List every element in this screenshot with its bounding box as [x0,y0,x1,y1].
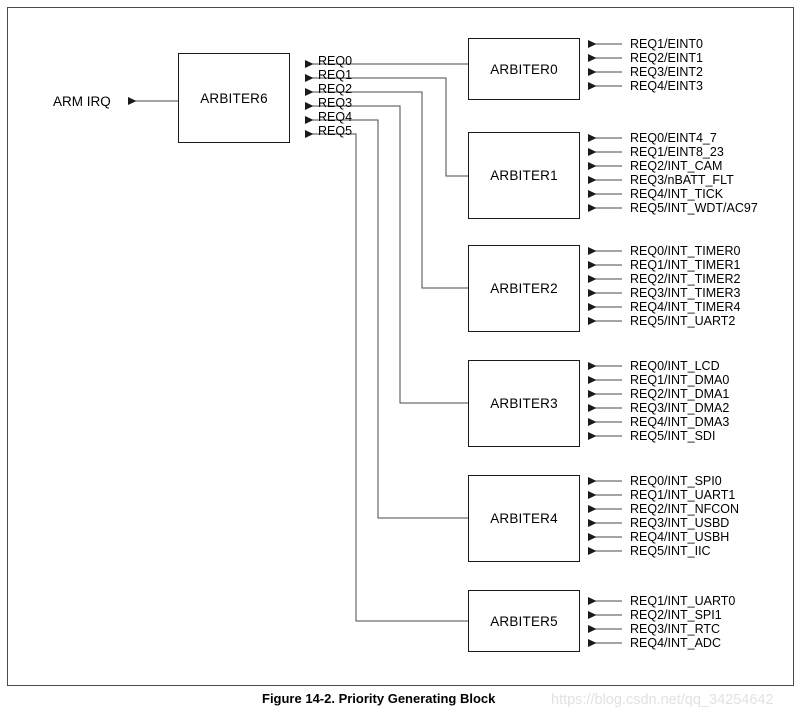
signal-label-arbiter2-4: REQ4/INT_TIMER4 [630,300,741,314]
signal-label-arbiter3-3: REQ3/INT_DMA2 [630,401,730,415]
signal-label-arbiter3-0: REQ0/INT_LCD [630,359,720,373]
arm-irq-output-label: ARM IRQ [53,94,111,109]
signal-label-arbiter2-5: REQ5/INT_UART2 [630,314,736,328]
req-label-req2: REQ2 [318,82,353,96]
signal-label-arbiter5-1: REQ2/INT_SPI1 [630,608,722,622]
figure-caption: Figure 14-2. Priority Generating Block [262,691,496,706]
signal-label-arbiter2-0: REQ0/INT_TIMER0 [630,244,741,258]
block-arbiter1[interactable]: ARBITER1 [468,132,580,219]
signal-label-arbiter1-0: REQ0/EINT4_7 [630,131,717,145]
signal-label-arbiter2-3: REQ3/INT_TIMER3 [630,286,741,300]
req-label-req0: REQ0 [318,54,353,68]
block-arbiter4-label: ARBITER4 [490,511,558,526]
signal-label-arbiter5-0: REQ1/INT_UART0 [630,594,736,608]
block-arbiter1-label: ARBITER1 [490,168,558,183]
signal-label-arbiter5-3: REQ4/INT_ADC [630,636,721,650]
signal-label-arbiter1-3: REQ3/nBATT_FLT [630,173,734,187]
req-label-req1: REQ1 [318,68,353,82]
block-arbiter6-label: ARBITER6 [200,90,268,106]
signal-label-arbiter3-1: REQ1/INT_DMA0 [630,373,730,387]
signal-label-arbiter0-0: REQ1/EINT0 [630,37,703,51]
signal-label-arbiter5-2: REQ3/INT_RTC [630,622,721,636]
signal-label-arbiter2-2: REQ2/INT_TIMER2 [630,272,741,286]
req-label-req5: REQ5 [318,124,353,138]
signal-label-arbiter1-5: REQ5/INT_WDT/AC97 [630,201,758,215]
signal-label-arbiter0-3: REQ4/EINT3 [630,79,703,93]
watermark-text: https://blog.csdn.net/qq_34254642 [551,692,774,708]
signal-label-arbiter3-4: REQ4/INT_DMA3 [630,415,730,429]
block-arbiter3-label: ARBITER3 [490,396,558,411]
signal-label-arbiter3-5: REQ5/INT_SDI [630,429,716,443]
block-arbiter2-label: ARBITER2 [490,281,558,296]
signal-label-arbiter1-2: REQ2/INT_CAM [630,159,723,173]
signal-label-arbiter1-4: REQ4/INT_TICK [630,187,724,201]
signal-label-arbiter3-2: REQ2/INT_DMA1 [630,387,730,401]
signal-label-arbiter4-1: REQ1/INT_UART1 [630,488,736,502]
block-arbiter0-label: ARBITER0 [490,61,558,77]
signal-label-arbiter0-1: REQ2/EINT1 [630,51,703,65]
signal-label-arbiter2-1: REQ1/INT_TIMER1 [630,258,741,272]
req-label-req3: REQ3 [318,96,353,110]
block-arbiter5-label: ARBITER5 [490,613,558,629]
signal-label-arbiter4-0: REQ0/INT_SPI0 [630,474,722,488]
block-arbiter2[interactable]: ARBITER2 [468,245,580,332]
signal-label-arbiter1-1: REQ1/EINT8_23 [630,145,724,159]
signal-label-arbiter4-4: REQ4/INT_USBH [630,530,730,544]
block-arbiter0[interactable]: ARBITER0 [468,38,580,100]
signal-label-arbiter4-3: REQ3/INT_USBD [630,516,730,530]
req-label-req4: REQ4 [318,110,353,124]
block-arbiter3[interactable]: ARBITER3 [468,360,580,447]
block-arbiter4[interactable]: ARBITER4 [468,475,580,562]
block-arbiter6[interactable]: ARBITER6 [178,53,290,143]
block-arbiter5[interactable]: ARBITER5 [468,590,580,652]
signal-label-arbiter0-2: REQ3/EINT2 [630,65,703,79]
signal-label-arbiter4-5: REQ5/INT_IIC [630,544,711,558]
signal-label-arbiter4-2: REQ2/INT_NFCON [630,502,740,516]
